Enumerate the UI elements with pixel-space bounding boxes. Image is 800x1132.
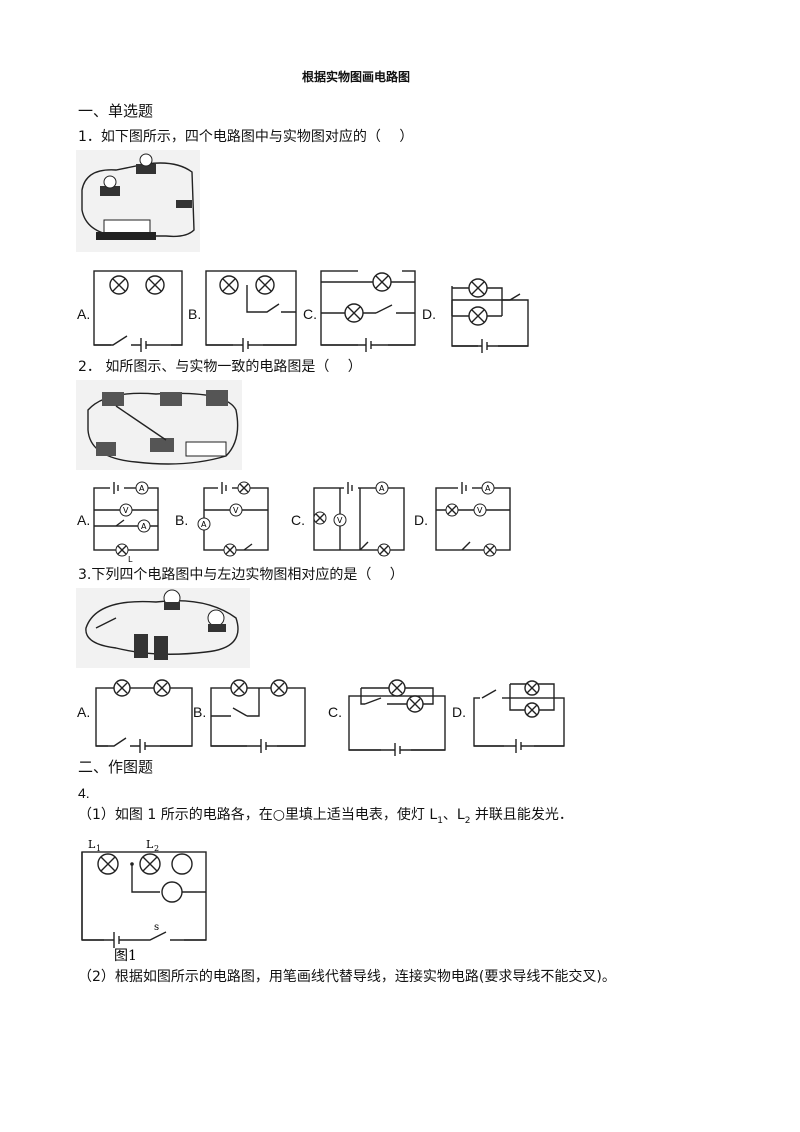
svg-text:A: A [141, 522, 147, 531]
question-3-option-d-circuit[interactable] [470, 670, 570, 754]
section-heading-choice: 一、单选题 [78, 102, 154, 120]
ammeter-icon: A [197, 517, 211, 531]
svg-text:L: L [128, 555, 133, 564]
lamp-icon [255, 275, 275, 295]
question-2-option-a-circuit[interactable]: A V A L [90, 478, 168, 564]
section-heading-drawing: 二、作图题 [78, 758, 154, 776]
question-2-option-b-circuit[interactable]: V A [194, 478, 274, 564]
svg-text:A: A [139, 484, 145, 493]
lamp-icon [483, 543, 497, 557]
svg-text:A: A [379, 484, 385, 493]
lamp-icon [372, 272, 392, 292]
svg-text:V: V [337, 516, 343, 525]
question-1-option-a-label: A. [77, 306, 91, 322]
lamp-icon [223, 543, 237, 557]
voltmeter-icon: V [473, 503, 487, 517]
question-3-option-a-label: A. [77, 704, 91, 720]
question-4-part-1: （1）如图 1 所示的电路各，在○里填上适当电表，使灯 L1、L2 并联且能发光… [78, 807, 573, 826]
figure-1-caption: 图1 [114, 948, 137, 964]
question-1-option-d-circuit[interactable] [438, 268, 540, 354]
question-1-option-c-circuit[interactable] [318, 268, 418, 352]
lamp-icon [219, 275, 239, 295]
question-3-option-c-circuit[interactable] [345, 670, 449, 756]
label-switch: s [154, 922, 159, 933]
question-4-part-2: （2）根据如图所示的电路图，用笔画线代替导线，连接实物电路(要求导线不能交叉)。 [78, 969, 616, 985]
svg-text:A: A [485, 484, 491, 493]
question-1-photo [76, 150, 200, 252]
label-l2-sub: 2 [154, 844, 159, 853]
svg-text:A: A [201, 520, 207, 529]
ammeter-icon: A [135, 481, 149, 495]
lamp-icon [313, 511, 327, 525]
lamp-icon [344, 303, 364, 323]
voltmeter-icon: V [229, 503, 243, 517]
question-3-option-b-label: B. [193, 704, 207, 720]
lamp-icon [97, 853, 119, 875]
lamp-icon [524, 702, 540, 718]
lamp-icon [377, 543, 391, 557]
question-1-option-a-circuit[interactable] [91, 268, 185, 352]
question-3-stem: 3.下列四个电路图中与左边实物图相对应的是（ ） [78, 567, 404, 583]
ammeter-icon: A [481, 481, 495, 495]
question-2-option-c-label: C. [291, 512, 305, 528]
question-1-option-d-label: D. [422, 306, 436, 322]
question-1-stem: 1．如下图所示，四个电路图中与实物图对应的（ ） [78, 129, 414, 145]
label-l2: L [146, 838, 154, 851]
lamp-icon [153, 679, 171, 697]
lamp-icon [113, 679, 131, 697]
voltmeter-icon: V [333, 513, 347, 527]
ammeter-icon: A [375, 481, 389, 495]
page-title: 根据实物图画电路图 [302, 70, 411, 84]
lamp-icon [109, 275, 129, 295]
lamp-icon [270, 679, 288, 697]
question-3-photo [76, 588, 250, 668]
question-2-option-a-label: A. [77, 512, 91, 528]
lamp-icon [237, 481, 251, 495]
svg-text:V: V [477, 506, 483, 515]
question-3-option-d-label: D. [452, 704, 466, 720]
lamp-icon [388, 679, 406, 697]
lamp-icon [139, 853, 161, 875]
voltmeter-icon: V [119, 503, 133, 517]
svg-text:V: V [233, 506, 239, 515]
ammeter-icon: A [137, 519, 151, 533]
question-2-option-c-circuit[interactable]: A V [310, 478, 410, 564]
question-1-option-b-circuit[interactable] [203, 268, 299, 352]
question-2-stem: 2． 如所图示、与实物一致的电路图是（ ） [78, 359, 362, 375]
label-l1-sub: 1 [96, 844, 101, 853]
question-1-option-c-label: C. [303, 306, 317, 322]
lamp-icon [468, 278, 488, 298]
question-3-option-a-circuit[interactable] [92, 670, 196, 754]
lamp-icon [468, 306, 488, 326]
figure-1-circuit[interactable]: L 1 L 2 s 图1 [78, 832, 210, 966]
question-3-option-b-circuit[interactable] [207, 670, 311, 754]
lamp-icon [445, 503, 459, 517]
lamp-icon [145, 275, 165, 295]
label-l1: L [88, 838, 96, 851]
lamp-icon [524, 680, 540, 696]
lamp-icon [406, 695, 424, 713]
question-3-option-c-label: C. [328, 704, 342, 720]
question-2-option-d-circuit[interactable]: A V [432, 478, 516, 564]
svg-text:V: V [123, 506, 129, 515]
lamp-icon [230, 679, 248, 697]
question-2-option-d-label: D. [414, 512, 428, 528]
meter-slot-icon [161, 881, 183, 903]
lamp-icon [115, 543, 129, 557]
question-2-photo [76, 380, 242, 470]
question-1-option-b-label: B. [188, 306, 202, 322]
meter-slot-icon [171, 853, 193, 875]
question-2-option-b-label: B. [175, 512, 189, 528]
question-4-number: 4. [78, 785, 90, 801]
